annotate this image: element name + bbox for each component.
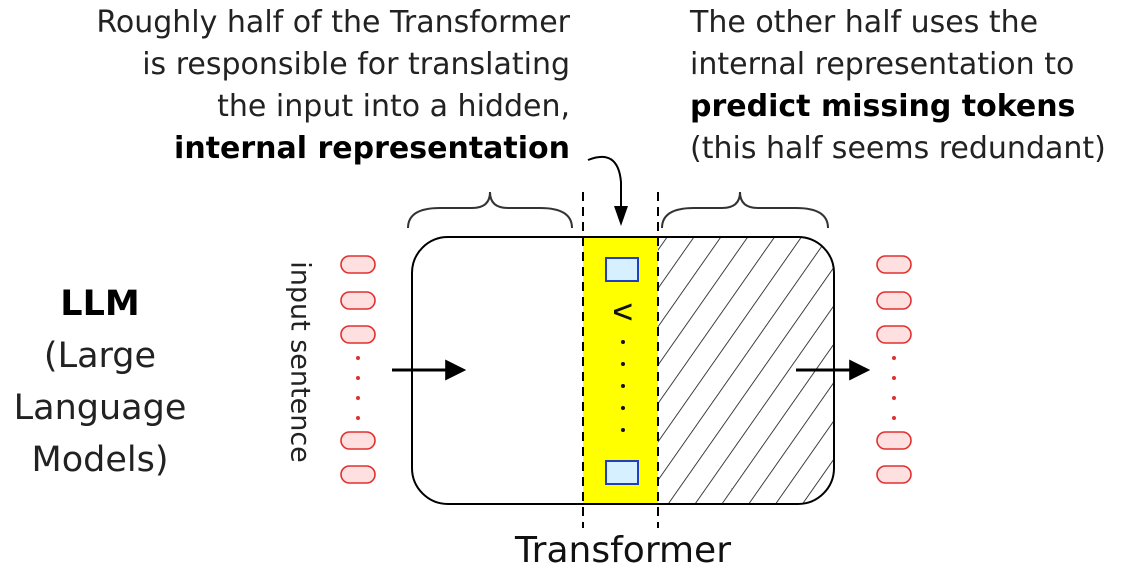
llm-line-1: (Large [43, 336, 157, 376]
vector-dots [621, 340, 625, 432]
right-caption-bold: predict missing tokens [690, 89, 1076, 124]
llm-title: LLM [60, 284, 140, 324]
output-token-dots [892, 356, 896, 420]
right-brace [661, 191, 829, 229]
llm-label: LLM (Large Language Models) [0, 278, 200, 486]
input-token [340, 465, 376, 484]
right-caption: The other half uses the internal represe… [690, 2, 1106, 170]
output-token [876, 431, 912, 450]
left-brace [407, 191, 573, 229]
left-caption-line-1: Roughly half of the Transformer [96, 5, 570, 40]
input-token-dots [356, 356, 360, 420]
input-token [340, 431, 376, 450]
left-caption: Roughly half of the Transformer is respo… [96, 2, 570, 170]
vector-square-bottom [605, 460, 639, 485]
input-token [340, 325, 376, 344]
right-caption-line-1: The other half uses the [690, 5, 1039, 40]
input-token [340, 291, 376, 310]
vector-square-top [605, 257, 639, 282]
right-caption-line-4: (this half seems redundant) [690, 131, 1106, 166]
llm-line-3: Models) [31, 440, 169, 480]
vector-label: v [606, 303, 644, 322]
left-caption-bold: internal representation [174, 131, 570, 166]
output-token [876, 325, 912, 344]
right-caption-line-2: internal representation to [690, 47, 1075, 82]
input-token [340, 255, 376, 274]
llm-line-2: Language [13, 388, 187, 428]
left-caption-line-3: the input into a hidden, [217, 89, 570, 124]
output-token [876, 291, 912, 310]
output-token [876, 255, 912, 274]
transformer-label: Transformer [514, 530, 732, 571]
curved-arrow [587, 155, 622, 208]
output-token [876, 465, 912, 484]
input-tokens [340, 255, 376, 484]
curved-arrow-head [614, 206, 628, 226]
left-caption-line-2: is responsible for translating [142, 47, 570, 82]
output-tokens [876, 255, 912, 484]
